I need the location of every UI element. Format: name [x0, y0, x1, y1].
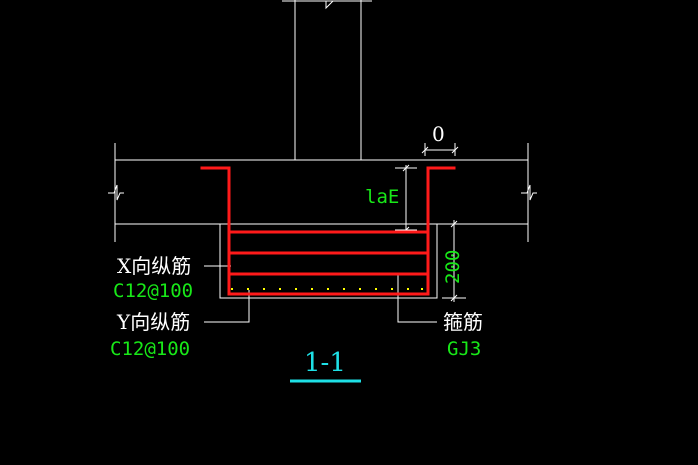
break-mark-left: [108, 184, 124, 201]
y-bar-spec: C12@100: [110, 338, 191, 360]
column-outline: [282, 0, 372, 160]
slab-outline: [114, 143, 529, 242]
leader-lines: [204, 265, 437, 323]
anchorage-label: laE: [365, 186, 400, 208]
stirrup-name: 箍筋: [443, 310, 483, 334]
break-mark-right: [521, 184, 537, 201]
lae-dimension: [395, 164, 417, 234]
height-dimension-label: 200: [442, 249, 464, 284]
thickened-outline: [219, 224, 438, 299]
x-bar-name: X向纵筋: [117, 254, 192, 278]
dimension-zero: 0: [432, 122, 445, 146]
height-dimension: [442, 220, 466, 302]
y-bar-name: Y向纵筋: [117, 310, 191, 334]
top-dimension: [421, 143, 459, 156]
rebar-dots: [231, 288, 423, 290]
rebar: [200, 166, 456, 296]
section-title: 1-1: [304, 348, 346, 378]
rebar-left-hook: [200, 166, 456, 296]
x-bar-spec: C12@100: [113, 280, 194, 302]
stirrup-spec: GJ3: [447, 338, 482, 360]
